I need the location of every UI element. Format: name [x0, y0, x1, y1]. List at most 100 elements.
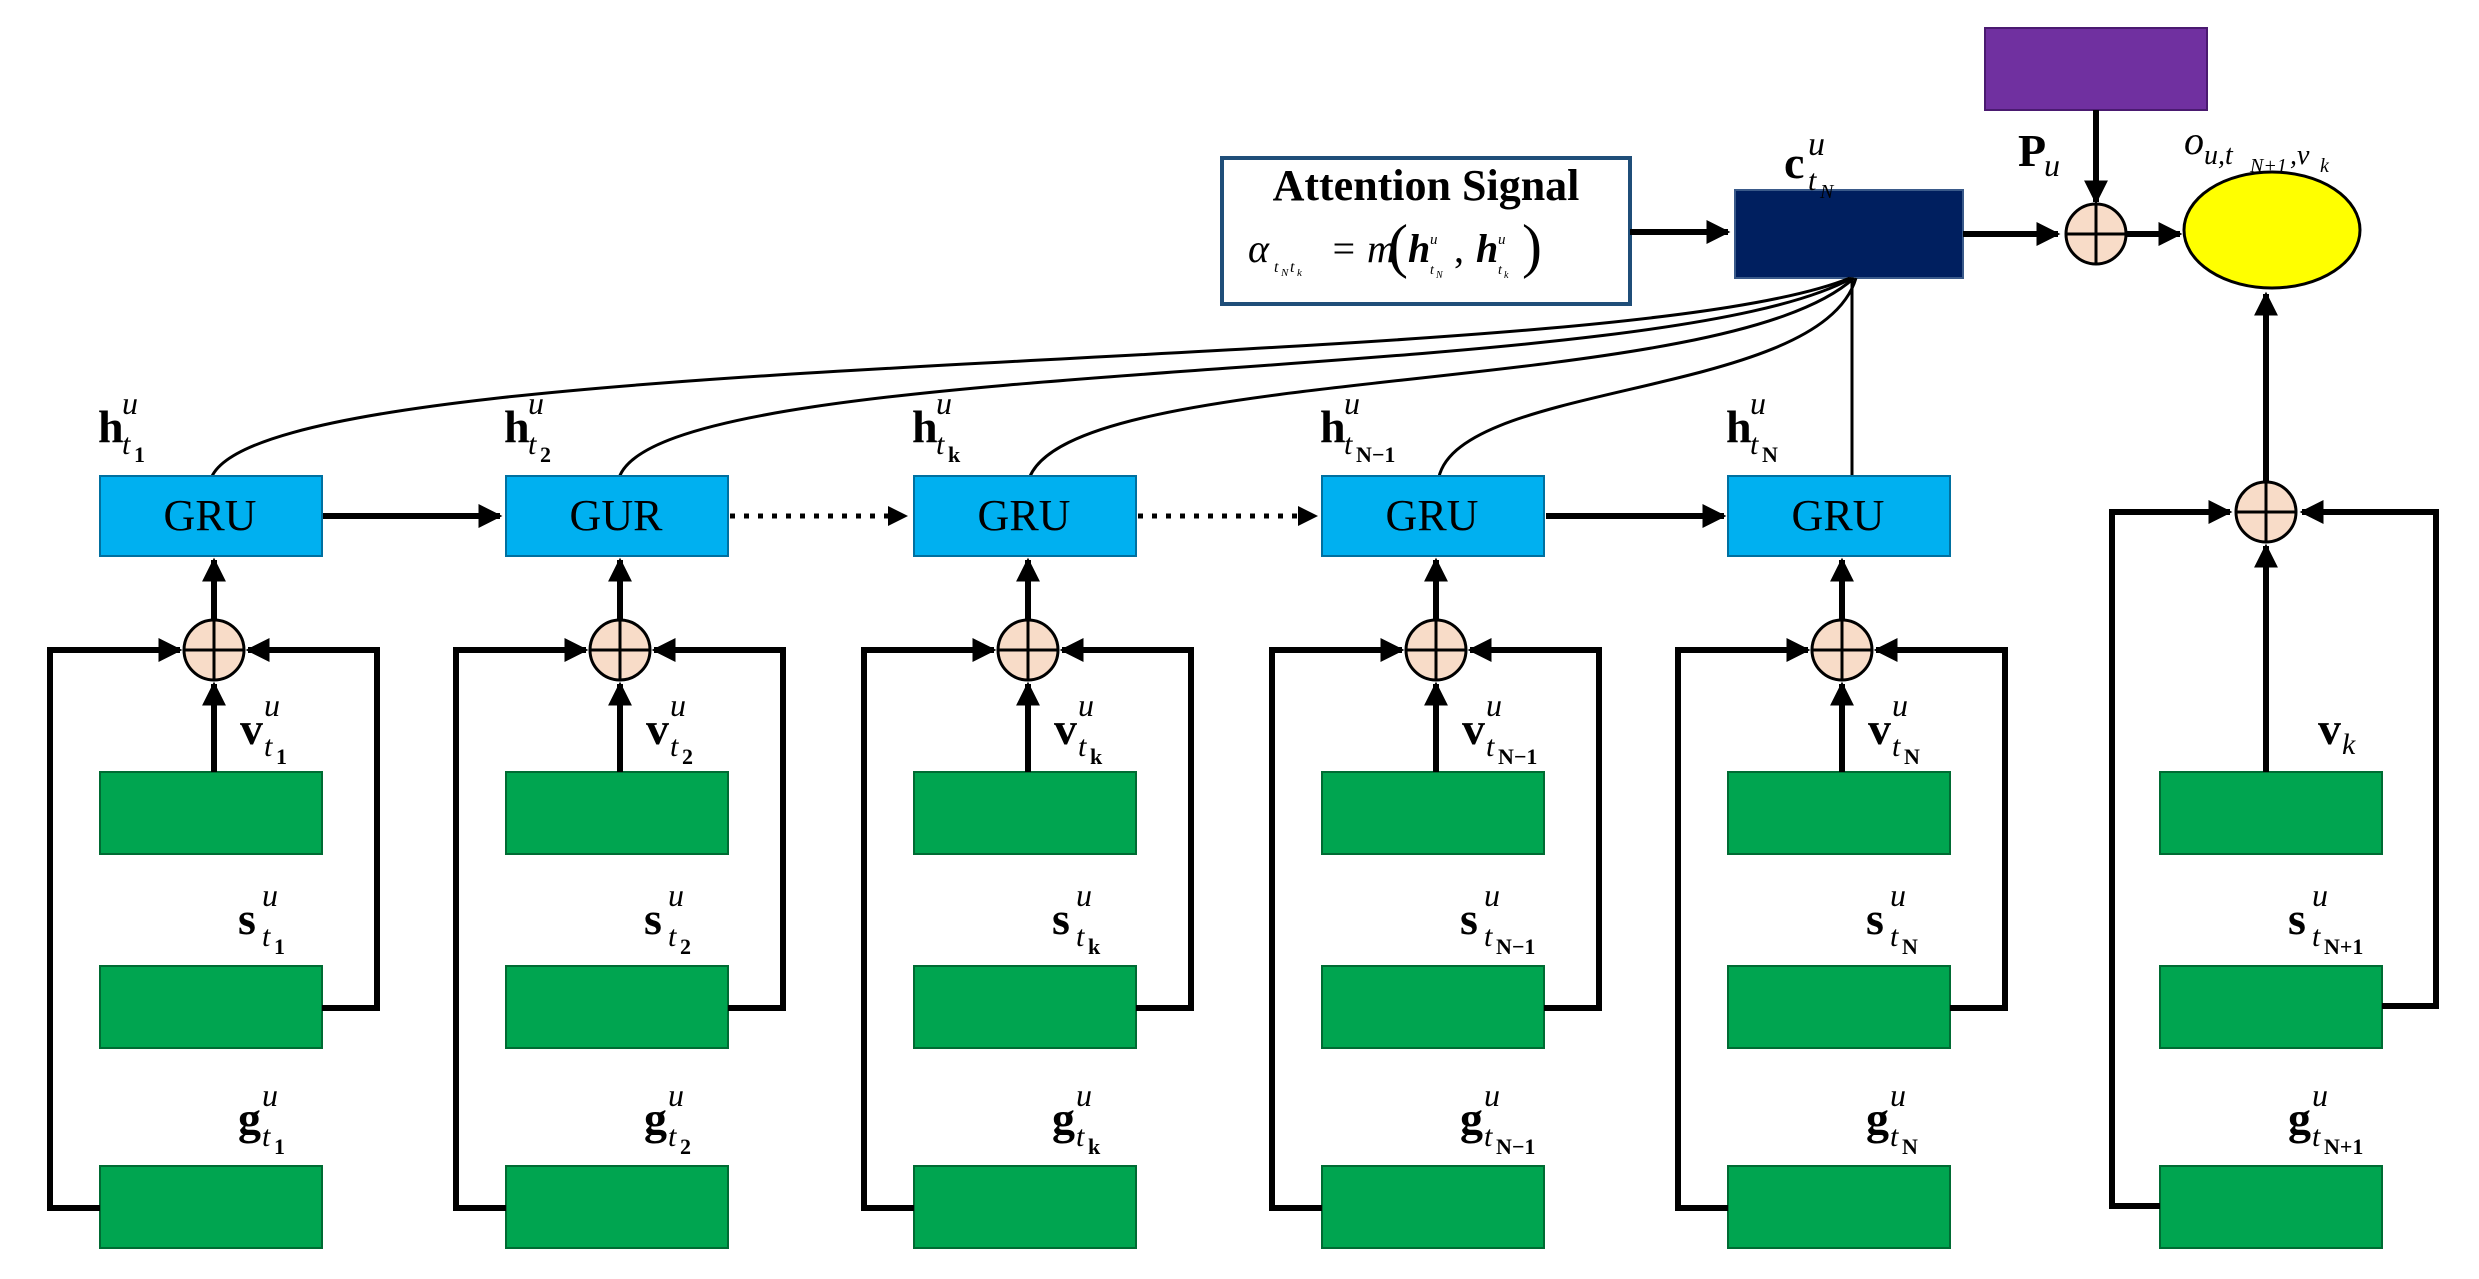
global-loop-arrow: [1675, 638, 1811, 1211]
pref-label-main: P: [2018, 125, 2046, 176]
item-feature-label-sub: t: [1486, 730, 1495, 763]
global-feature-label-sup: u: [1484, 1077, 1500, 1113]
user-preference-box: [1984, 27, 2208, 111]
session-feature-label-main: s: [1052, 893, 1070, 944]
target-v-main: v: [2318, 703, 2341, 754]
context-label-subsub: N: [1819, 181, 1835, 203]
target-s-subsub: N+1: [2324, 934, 2363, 959]
hidden-state-label-sub: t: [1750, 428, 1759, 461]
item-feature-label-main: v: [646, 703, 669, 754]
item-feature-label-subsub: 1: [276, 744, 287, 769]
global-feature-label-sup: u: [1076, 1077, 1092, 1113]
top-sum-node: [2064, 202, 2128, 266]
session-feature-label-main: s: [644, 893, 662, 944]
hidden-state-label-subsub: 1: [134, 442, 145, 467]
output-label-sub: u,t: [2204, 140, 2234, 171]
session-feature-label-sub: t: [1890, 920, 1899, 953]
target-s-sup: u: [2312, 877, 2328, 913]
global-feature-label-sub: t: [668, 1120, 677, 1153]
global-feature-label-sup: u: [1890, 1077, 1906, 1113]
formula-eq-m: = m: [1330, 226, 1396, 271]
hidden-state-label-main: h: [1320, 401, 1346, 452]
global-feature-label-sup: u: [668, 1077, 684, 1113]
global-feature-label-subsub: N: [1902, 1134, 1918, 1159]
target-v-label: v k: [2318, 703, 2356, 761]
formula-h1-sub-N: N: [1435, 270, 1444, 281]
session-loop-arrow: [1059, 638, 1194, 1011]
hidden-state-label-sup: u: [936, 385, 952, 421]
global-feature-label-sub: t: [1076, 1120, 1085, 1153]
global-feature-box: [505, 1165, 729, 1249]
item-feature-label-main: v: [240, 703, 263, 754]
item-feature-label-sup: u: [670, 687, 686, 723]
hidden-state-label-subsub: k: [948, 442, 961, 467]
item-feature-box: [1727, 771, 1951, 855]
session-feature-label-main: s: [1866, 893, 1884, 944]
item-feature-label-main: v: [1868, 703, 1891, 754]
item-feature-label-main: v: [1462, 703, 1485, 754]
session-feature-box: [1321, 965, 1545, 1049]
session-feature-label-main: s: [238, 893, 256, 944]
user-preference-label: P u: [2018, 125, 2060, 183]
global-feature-label-main: g: [1460, 1093, 1483, 1144]
item-feature-label-subsub: k: [1090, 744, 1103, 769]
target-item-feature-box: [2159, 771, 2383, 855]
item-feature-label-sup: u: [1892, 687, 1908, 723]
session-loop-arrow: [1467, 638, 1602, 1011]
session-feature-label-sup: u: [262, 877, 278, 913]
session-feature-box: [913, 965, 1137, 1049]
target-g-label: g u t N+1: [2288, 1077, 2363, 1159]
context-label-sub: t: [1808, 164, 1817, 197]
hidden-state-label-sup: u: [528, 385, 544, 421]
item-feature-label-sub: t: [264, 730, 273, 763]
gru-cell-label: GRU: [1386, 491, 1479, 540]
hidden-state-label-sub: t: [1344, 428, 1353, 461]
hidden-state-label-main: h: [912, 401, 938, 452]
global-feature-label-sup: u: [262, 1077, 278, 1113]
session-feature-label-sup: u: [668, 877, 684, 913]
hidden-state-label-main: h: [98, 401, 124, 452]
formula-h1-sup: u: [1430, 232, 1438, 248]
session-feature-label-subsub: k: [1088, 934, 1101, 959]
gru-cell-box: [913, 475, 1137, 557]
context-label-sup: u: [1808, 126, 1825, 163]
gru-cell-label: GUR: [570, 491, 664, 540]
session-feature-box: [1727, 965, 1951, 1049]
attention-curve-2: [616, 276, 1853, 483]
item-feature-box: [1321, 771, 1545, 855]
output-label: o u,t N+1 ,v k: [2184, 118, 2330, 177]
gru-cell-box: [99, 475, 323, 557]
global-loop-arrow: [47, 638, 183, 1211]
session-loop-arrow: [1873, 638, 2008, 1011]
hidden-state-label-sup: u: [1750, 385, 1766, 421]
global-loop-arrow: [453, 638, 589, 1211]
attention-signal-box: Attention Signal α t N t k = m ( h u t N…: [1220, 156, 1632, 306]
item-feature-label-sub: t: [670, 730, 679, 763]
target-v-sub: k: [2342, 728, 2356, 761]
attention-curve-k: [1026, 276, 1856, 483]
target-s-main: s: [2288, 893, 2306, 944]
session-feature-label-sub: t: [1484, 920, 1493, 953]
global-feature-label-sub: t: [1890, 1120, 1899, 1153]
sum-node: [1810, 618, 1874, 682]
output-label-main: o: [2184, 118, 2204, 163]
formula-alpha-sub-t: t: [1274, 259, 1279, 276]
attention-title: Attention Signal: [1273, 161, 1580, 210]
session-loop-arrow: [651, 638, 786, 1011]
item-feature-label-subsub: N−1: [1498, 744, 1537, 769]
gru-cell-label: GRU: [1792, 491, 1885, 540]
formula-h2-sub-k: k: [1504, 270, 1509, 281]
